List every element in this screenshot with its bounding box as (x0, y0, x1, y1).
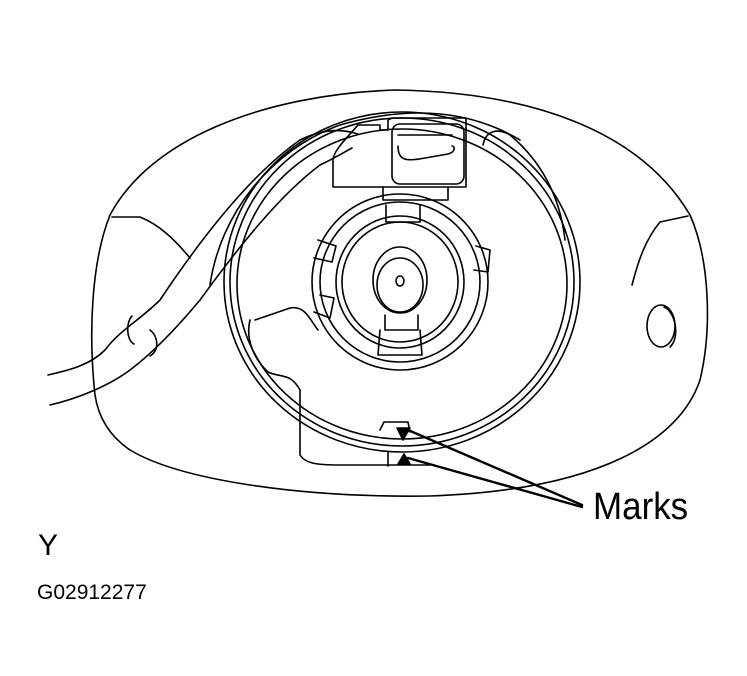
marks-leader-lines (408, 430, 582, 507)
socket-flange (210, 113, 565, 465)
housing-outline (92, 90, 708, 496)
figure-id: G02912277 (37, 581, 147, 604)
connector (333, 118, 466, 200)
bulb-base (312, 194, 490, 370)
marks-callout-label: Marks (593, 486, 689, 528)
mounting-bosses (128, 305, 676, 356)
view-label: Y (38, 529, 59, 562)
socket-ring (224, 112, 580, 452)
wire-harness (48, 131, 358, 405)
alignment-marks (380, 422, 410, 466)
